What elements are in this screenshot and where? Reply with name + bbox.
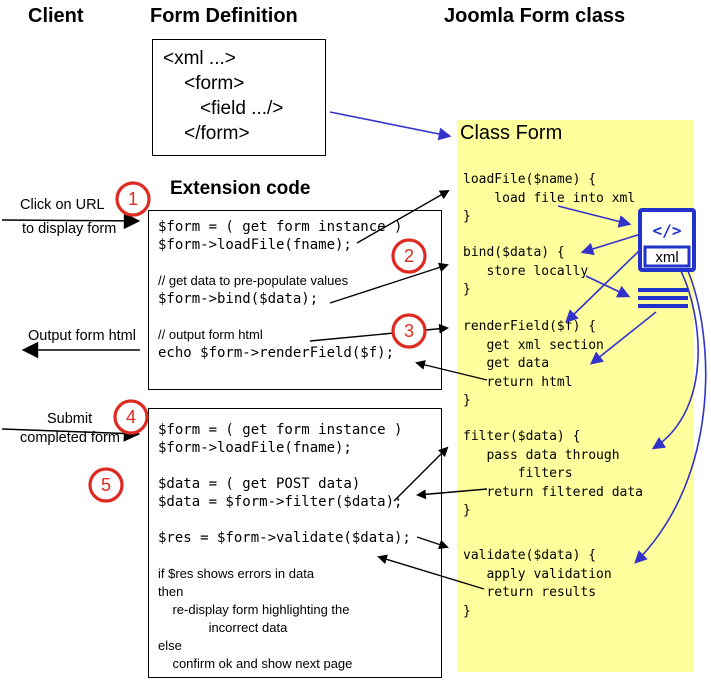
step-number-1: 1 xyxy=(128,189,138,209)
class-form-title: Class Form xyxy=(460,122,563,144)
step-number-4: 4 xyxy=(126,407,136,427)
output-form-html-label: Output form html xyxy=(28,328,136,344)
xml-snippet: <xml ...> <form> <field .../> </form> xyxy=(163,48,284,144)
class-form-panel: Class Form loadFile($name) { load file i… xyxy=(457,120,694,672)
validate-method-block: validate($data) { apply validation retur… xyxy=(463,548,612,619)
filter-method-block: filter($data) { pass data through filter… xyxy=(463,429,644,518)
step-number-5: 5 xyxy=(101,475,111,495)
step-circle-5 xyxy=(88,467,124,503)
pseudocode-line: if $res shows errors in data xyxy=(158,566,315,581)
blank-line xyxy=(158,457,441,475)
extension-code-box-2: $form = ( get form instance ) $form->loa… xyxy=(148,408,442,678)
code-line: $form = ( get form instance ) xyxy=(158,219,403,235)
submit-label-line2: completed form xyxy=(20,430,120,446)
code-line: $form->loadFile(fname); xyxy=(158,440,352,456)
step-circle-1 xyxy=(115,181,151,217)
renderfield-method-block: renderField($f) { get xml section get da… xyxy=(463,319,604,408)
comment-line: // get data to pre-populate values xyxy=(158,273,349,288)
arrow-field-to-classform xyxy=(329,111,452,141)
code-line: $form = ( get form instance ) xyxy=(158,422,403,438)
form-definition-box: <xml ...> <form> <field .../> </form> xyxy=(152,39,326,156)
code-line: $res = $form->validate($data); xyxy=(158,530,411,546)
blank-line xyxy=(158,547,441,565)
form-definition-header: Form Definition xyxy=(150,5,298,27)
pseudocode-line: incorrect data xyxy=(158,620,288,635)
loadfile-method-block: loadFile($name) { load file into xml } xyxy=(463,172,636,224)
extension-code-box-1: $form = ( get form instance ) $form->loa… xyxy=(148,210,442,390)
code-line: echo $form->renderField($f); xyxy=(158,345,395,361)
client-header: Client xyxy=(28,5,84,27)
extension-code-header: Extension code xyxy=(170,178,311,199)
pseudocode-line: then xyxy=(158,584,184,599)
step-circle-4 xyxy=(113,399,149,435)
pseudocode-line: else xyxy=(158,638,182,653)
click-url-label-line1: Click on URL xyxy=(20,197,105,213)
click-url-label-line2: to display form xyxy=(22,221,117,237)
joomla-form-class-header: Joomla Form class xyxy=(444,5,626,27)
code-line: $form->bind($data); xyxy=(158,291,319,307)
blank-line xyxy=(158,511,441,529)
code-line: $data = ( get POST data) xyxy=(158,476,361,492)
pseudocode-line: confirm ok and show next page xyxy=(158,656,353,671)
code-line: $form->loadFile(fname); xyxy=(158,237,352,253)
submit-label-line1: Submit xyxy=(47,411,93,427)
pseudocode-line: re-display form highlighting the xyxy=(158,602,350,617)
bind-method-block: bind($data) { store locally } xyxy=(463,245,589,297)
blank-line xyxy=(158,308,441,326)
blank-line xyxy=(158,254,441,272)
code-line: $data = $form->filter($data); xyxy=(158,494,403,510)
comment-line: // output form html xyxy=(158,327,263,342)
